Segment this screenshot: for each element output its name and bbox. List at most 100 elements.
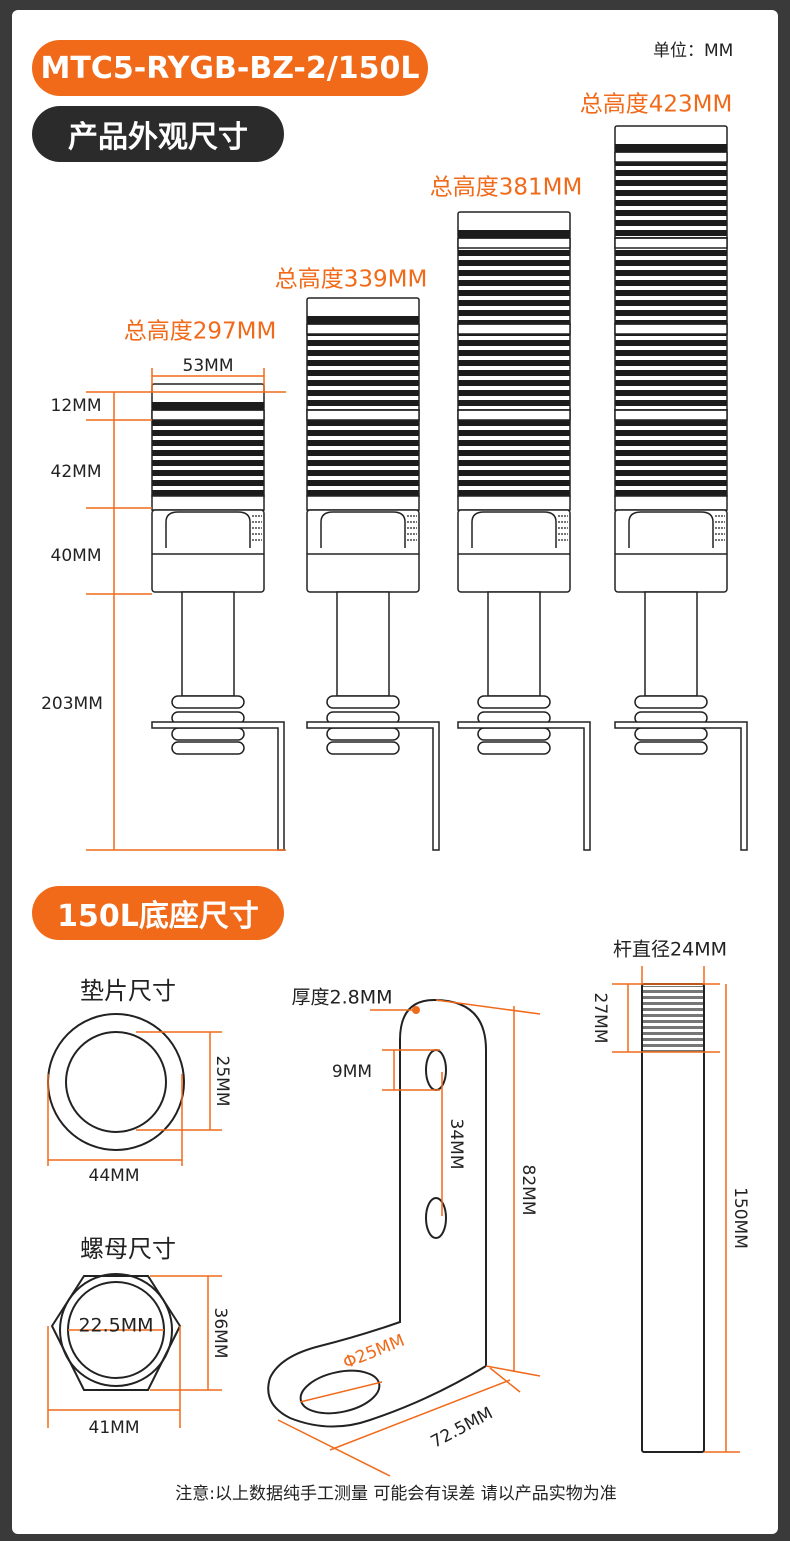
hole-dim-line <box>299 1381 383 1403</box>
dim-label-base: 40MM <box>51 546 102 566</box>
tower-collar <box>614 495 728 511</box>
bracket-slot-top <box>425 1049 447 1091</box>
width-dim-right <box>489 1367 521 1393</box>
light-tier <box>614 237 728 325</box>
light-tier <box>306 323 420 411</box>
dimension-drawing: 总高度297MM 总高度339MM 总高度381MM 总高度423MM 53MM 12MM… <box>41 92 750 1505</box>
mount-bracket <box>306 721 440 851</box>
bracket-height-label: 82MM <box>518 1165 538 1216</box>
footer-note: 注意:以上数据纯手工测量 可能会有误差 请以产品实物为准 <box>175 1484 617 1504</box>
pole-washer <box>326 695 400 709</box>
base-window <box>165 511 251 548</box>
width-dim-line <box>329 1379 511 1451</box>
tier-ring <box>306 409 420 421</box>
washer-outer-label: 44MM <box>89 1166 140 1186</box>
tier-ring <box>457 409 571 421</box>
tower-pole <box>336 591 390 697</box>
nut-height-label: 36MM <box>210 1308 230 1359</box>
pole-washer <box>326 727 400 741</box>
pole-washer <box>634 695 708 709</box>
pole-washer <box>326 741 400 755</box>
pole-washer <box>171 695 245 709</box>
washer-inner <box>65 1031 167 1133</box>
mount-bracket <box>614 721 748 851</box>
cap-band <box>152 402 264 410</box>
tower-light-2 <box>306 297 440 851</box>
bracket-shape <box>267 998 487 1428</box>
pole-washer <box>634 741 708 755</box>
rod-length-label: 150MM <box>730 1187 750 1249</box>
rod-title-label: 杆直径24MM <box>613 939 727 961</box>
nut-chamfer <box>59 1273 173 1387</box>
tier-ring <box>614 237 728 249</box>
base-window <box>320 511 406 548</box>
dim-label-tier: 42MM <box>51 462 102 482</box>
tower-collar <box>457 495 571 511</box>
section-product-title: 产品外观尺寸 <box>32 106 284 162</box>
tower-light-3 <box>457 211 591 851</box>
mount-bracket <box>151 721 285 851</box>
light-tier <box>457 237 571 325</box>
model-badge: MTC5-RYGB-BZ-2/150L <box>32 40 428 96</box>
tower-pole <box>181 591 235 697</box>
light-tier <box>457 323 571 411</box>
pole-washer <box>477 741 551 755</box>
bracket-thickness-label: 厚度2.8MM <box>291 987 392 1009</box>
height-label-1: 总高度297MM <box>124 319 277 345</box>
height-label-4: 总高度423MM <box>580 92 733 118</box>
height-dim-top <box>435 999 541 1015</box>
tier-ring <box>457 237 571 249</box>
tower-light-1 <box>151 383 285 851</box>
cap-band <box>615 144 727 152</box>
tower-pole <box>487 591 541 697</box>
tower-base <box>457 509 571 593</box>
dim-label-cap: 12MM <box>51 396 102 416</box>
height-label-3: 总高度381MM <box>430 175 583 201</box>
section-base-title: 150L底座尺寸 <box>32 886 284 940</box>
pole-washer <box>634 727 708 741</box>
light-tier <box>457 409 571 497</box>
pole-washer <box>171 727 245 741</box>
pole-washer <box>477 695 551 709</box>
tier-ring <box>614 323 728 335</box>
washer-title: 垫片尺寸 <box>80 977 176 1005</box>
tier-ring <box>151 409 265 421</box>
nut-inner-label: 22.5MM <box>78 1315 153 1337</box>
height-label-2: 总高度339MM <box>275 267 428 293</box>
tower-pole <box>644 591 698 697</box>
dim-label-pole: 203MM <box>41 694 103 714</box>
bracket-spacing-label: 34MM <box>446 1119 466 1170</box>
cap-band <box>307 316 419 324</box>
light-tier <box>614 409 728 497</box>
pole-washer <box>477 727 551 741</box>
tower-collar <box>306 495 420 511</box>
washer-inner-label: 25MM <box>212 1056 232 1107</box>
bracket-slot-label: 9MM <box>332 1062 372 1082</box>
spec-sheet-card: 总高度297MM 总高度339MM 总高度381MM 总高度423MM 53MM 12MM… <box>12 10 778 1534</box>
bracket-width-label: 72.5MM <box>428 1403 497 1452</box>
light-tier <box>306 409 420 497</box>
tier-ring <box>614 409 728 421</box>
dim-label-width: 53MM <box>183 356 234 376</box>
light-tier <box>614 323 728 411</box>
cap-band <box>458 230 570 238</box>
rod-thread <box>643 986 703 1052</box>
tower-light-group <box>151 125 748 851</box>
tower-base <box>151 509 265 593</box>
height-dim-bottom <box>485 1365 541 1377</box>
light-tier <box>614 151 728 239</box>
tier-ring <box>457 323 571 335</box>
bracket-slot-bottom <box>425 1197 447 1239</box>
pole-washer <box>171 741 245 755</box>
tower-light-4 <box>614 125 748 851</box>
unit-label: 单位：MM <box>653 41 734 61</box>
tower-base <box>614 509 728 593</box>
tier-ring <box>614 151 728 163</box>
tower-collar <box>151 495 265 511</box>
tower-base <box>306 509 420 593</box>
tier-ring <box>306 323 420 335</box>
nut-title: 螺母尺寸 <box>80 1235 176 1263</box>
base-window <box>628 511 714 548</box>
rod-body <box>641 983 705 1453</box>
rod-thread-label: 27MM <box>590 993 610 1044</box>
